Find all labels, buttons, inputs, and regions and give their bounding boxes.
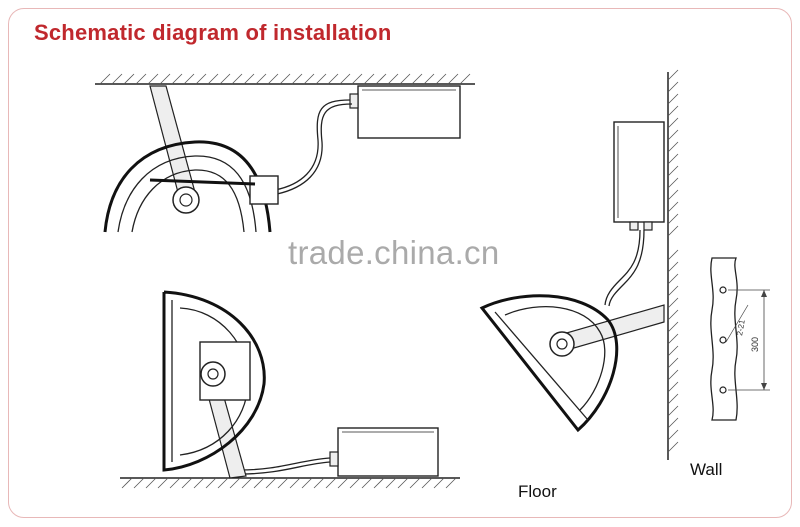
- pitch-dimension-label: 2-21: [735, 318, 747, 336]
- bracket-hole-middle: [719, 336, 727, 344]
- floor-lamp-housing: [162, 290, 266, 472]
- wall-lamp-housing: [479, 294, 619, 433]
- floor-mount-assembly: [120, 290, 460, 489]
- bracket-plate: [710, 257, 738, 421]
- wall-label: Wall: [690, 460, 723, 479]
- ceiling-ballast-box: [357, 85, 461, 139]
- floor-ballast-box: [337, 427, 439, 477]
- ceiling-hatching: [99, 73, 471, 85]
- wall-mount-assembly: [479, 69, 679, 460]
- watermark-text: trade.china.cn: [288, 234, 500, 271]
- wall-ballast-box: [613, 121, 665, 223]
- floor-cable: [239, 457, 331, 471]
- floor-label: Floor: [518, 482, 557, 501]
- bracket-hole-top: [719, 286, 727, 294]
- wall-hatching: [667, 69, 679, 453]
- floor-hatching: [121, 477, 457, 489]
- wall-cable: [604, 229, 641, 306]
- pitch-dimension-line: [725, 304, 749, 343]
- spacing-dimension-label: 300: [750, 337, 760, 352]
- diagram-title: Schematic diagram of installation: [34, 20, 392, 45]
- ceiling-mount-assembly: [95, 73, 475, 233]
- bracket-detail: 2-21 300: [710, 257, 770, 421]
- bracket-hole-bottom: [719, 386, 727, 394]
- ceiling-cable: [274, 99, 351, 191]
